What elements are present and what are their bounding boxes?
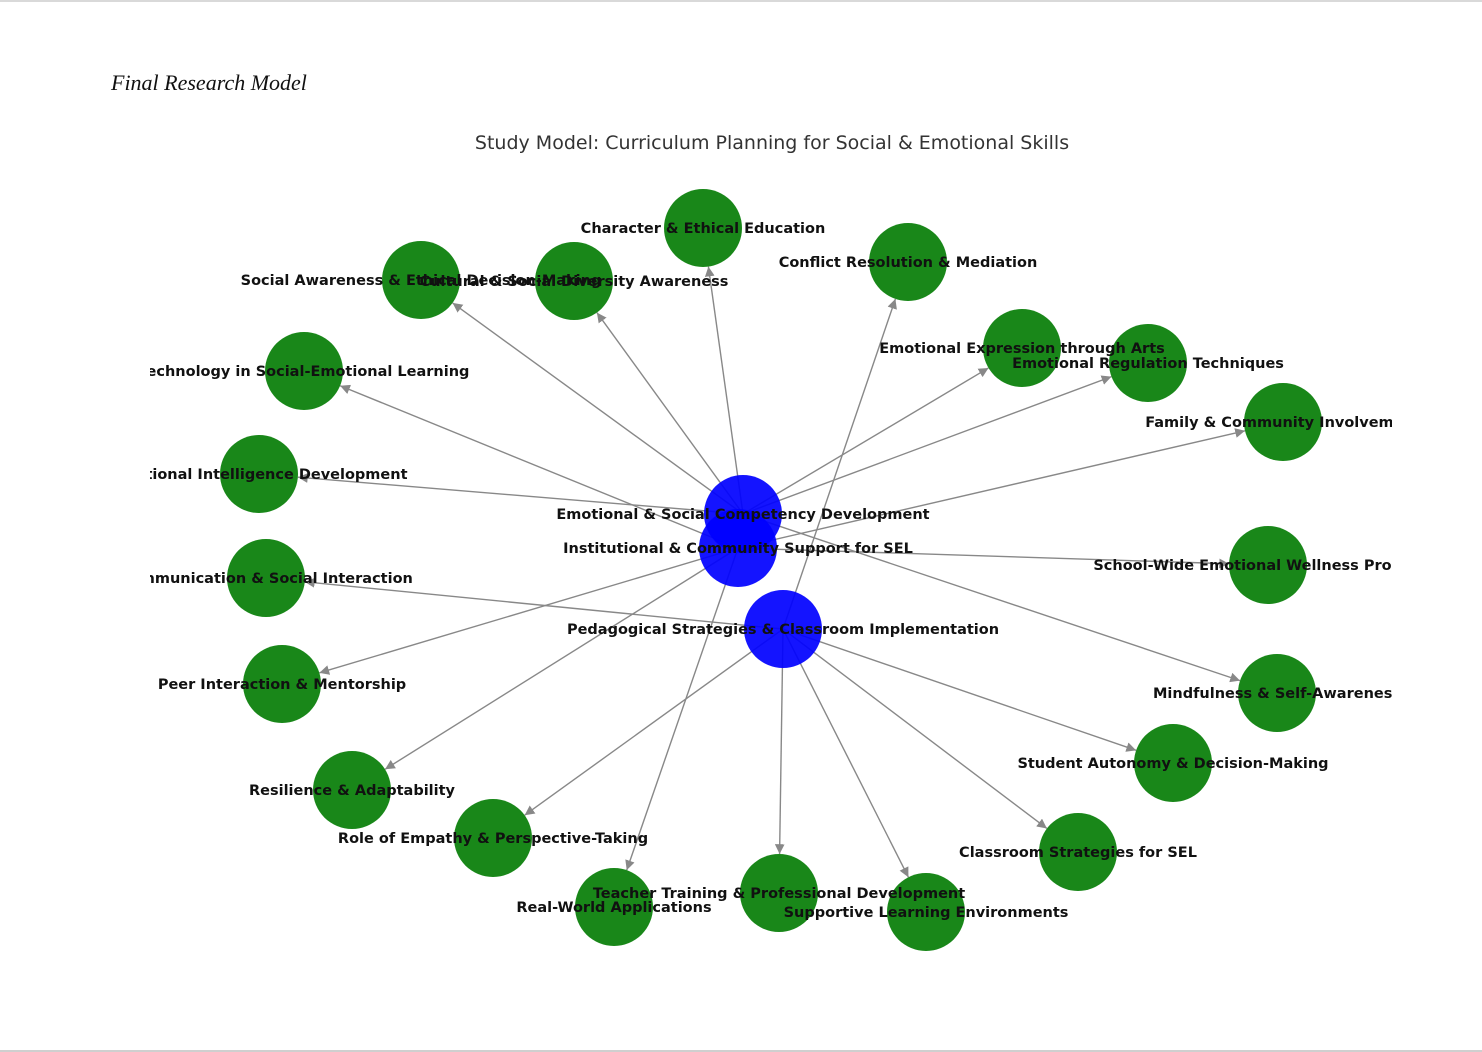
leaf-node-ei: [220, 435, 298, 513]
edge-esc-cult: [596, 312, 744, 515]
edge-esc-arts: [742, 367, 989, 515]
leaf-node-class: [1039, 813, 1117, 891]
edges-layer: [297, 266, 1246, 878]
leaf-label-tech: Technology in Social-Emotional Learning: [139, 364, 470, 380]
leaf-label-class: Classroom Strategies for SEL: [959, 845, 1197, 861]
leaf-node-auto: [1134, 724, 1212, 802]
edge-ics-res: [384, 547, 739, 770]
leaf-label-peer: Peer Interaction & Mentorship: [158, 677, 406, 693]
core-node-psc: [744, 590, 822, 668]
leaf-label-mind: Mindfulness & Self-Awareness: [1153, 686, 1401, 702]
leaf-label-teach: Teacher Training & Professional Developm…: [593, 886, 965, 902]
bottom-border: [0, 1050, 1482, 1052]
edge-psc-emp: [524, 628, 784, 816]
leaf-node-fam: [1244, 383, 1322, 461]
leaf-node-arts: [983, 309, 1061, 387]
leaf-node-cult: [535, 242, 613, 320]
leaf-label-fam: Family & Community Involvement: [1145, 415, 1421, 431]
leaf-label-auto: Student Autonomy & Decision-Making: [1017, 756, 1328, 772]
leaf-label-comm: Communication & Social Interaction: [119, 571, 413, 587]
leaf-node-soc: [382, 241, 460, 319]
leaf-node-real: [575, 868, 653, 946]
edge-ics-school: [737, 547, 1230, 569]
edge-esc-soc: [452, 302, 744, 515]
leaf-node-emp: [454, 799, 532, 877]
leaf-node-teach: [740, 854, 818, 932]
core-label-ics: Institutional & Community Support for SE…: [563, 541, 913, 557]
diagram-title: Study Model: Curriculum Planning for Soc…: [475, 132, 1069, 154]
core-label-psc: Pedagogical Strategies & Classroom Imple…: [567, 622, 999, 638]
edge-esc-mind: [742, 513, 1241, 683]
leaf-label-char: Character & Ethical Education: [581, 221, 826, 237]
leaf-label-cult: Cultural & Social Diversity Awareness: [420, 274, 729, 290]
nodes-layer: [220, 189, 1322, 951]
leaf-node-peer: [243, 645, 321, 723]
leaf-node-conf: [869, 223, 947, 301]
leaf-label-conf: Conflict Resolution & Mediation: [779, 255, 1038, 271]
leaf-node-mind: [1238, 654, 1316, 732]
leaf-label-res: Resilience & Adaptability: [249, 783, 456, 799]
leaf-label-arts: Emotional Expression through Arts: [879, 341, 1165, 357]
edge-ics-fam: [737, 428, 1246, 549]
leaf-label-reg: Emotional Regulation Techniques: [1012, 356, 1284, 372]
edge-ics-tech: [339, 384, 739, 549]
leaf-label-school: School-Wide Emotional Wellness Programs: [1093, 558, 1442, 574]
edge-ics-real: [625, 547, 739, 871]
leaf-node-comm: [227, 539, 305, 617]
edge-esc-ei: [297, 473, 744, 515]
edge-esc-char: [704, 266, 744, 515]
leaf-node-supp: [887, 873, 965, 951]
leaf-label-real: Real-World Applications: [516, 900, 711, 916]
leaf-label-ei: Emotional Intelligence Development: [110, 467, 407, 483]
figure-caption: Final Research Model: [111, 70, 307, 95]
leaf-node-tech: [265, 332, 343, 410]
leaf-label-supp: Supportive Learning Environments: [784, 905, 1069, 921]
edge-esc-reg: [742, 375, 1112, 515]
edge-psc-comm: [304, 577, 784, 630]
leaf-node-school: [1229, 526, 1307, 604]
leaf-node-reg: [1109, 324, 1187, 402]
edge-psc-auto: [782, 628, 1137, 752]
leaf-label-emp: Role of Empathy & Perspective-Taking: [338, 831, 648, 847]
leaf-label-soc: Social Awareness & Ethical Decision-Maki…: [241, 273, 602, 289]
leaf-node-char: [664, 189, 742, 267]
core-label-esc: Emotional & Social Competency Developmen…: [556, 507, 929, 523]
core-node-ics: [699, 509, 777, 587]
edge-ics-peer: [319, 547, 739, 675]
leaf-node-res: [313, 751, 391, 829]
edge-psc-class: [782, 628, 1048, 830]
edge-psc-conf: [782, 298, 897, 630]
top-border: [0, 0, 1482, 2]
edge-psc-supp: [782, 628, 910, 878]
